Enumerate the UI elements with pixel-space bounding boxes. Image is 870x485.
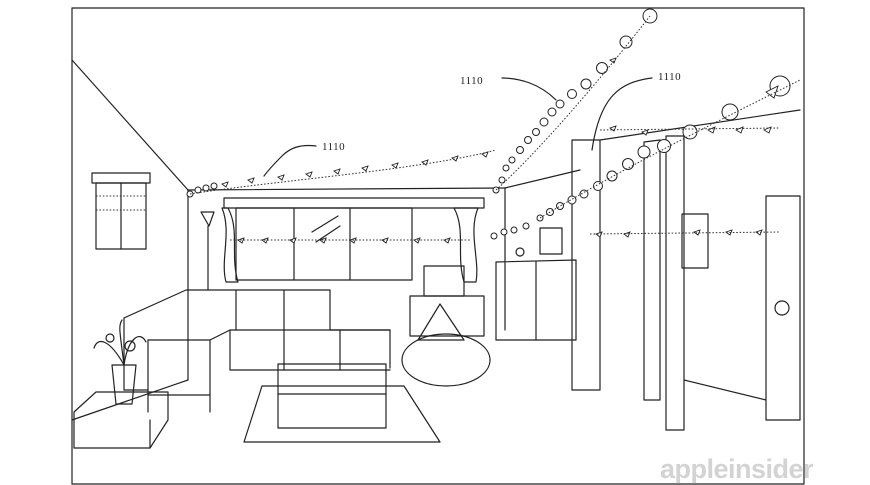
figure-frame: [71, 7, 805, 485]
light-beads: [186, 8, 791, 240]
pillars: [571, 135, 685, 431]
back-window: [221, 197, 485, 283]
sectional-sofa: [123, 289, 391, 413]
window-blind: [91, 172, 151, 250]
rug-and-table: [243, 363, 441, 443]
tv-stand: [401, 265, 491, 387]
light-strings: [189, 15, 801, 241]
label-1110-center: 1110: [460, 75, 483, 87]
watermark-appleinsider: appleinsider: [660, 454, 814, 484]
kitchen-counter: [495, 227, 577, 341]
label-1110-left: 1110: [322, 141, 345, 153]
label-1110-right: 1110: [658, 71, 681, 83]
leader-lines: [263, 77, 653, 177]
floor-lamp: [200, 211, 215, 291]
light-triangles: [221, 57, 779, 244]
right-wall: [681, 195, 801, 421]
side-table-plant: [73, 319, 169, 449]
room-walls: [71, 59, 801, 421]
